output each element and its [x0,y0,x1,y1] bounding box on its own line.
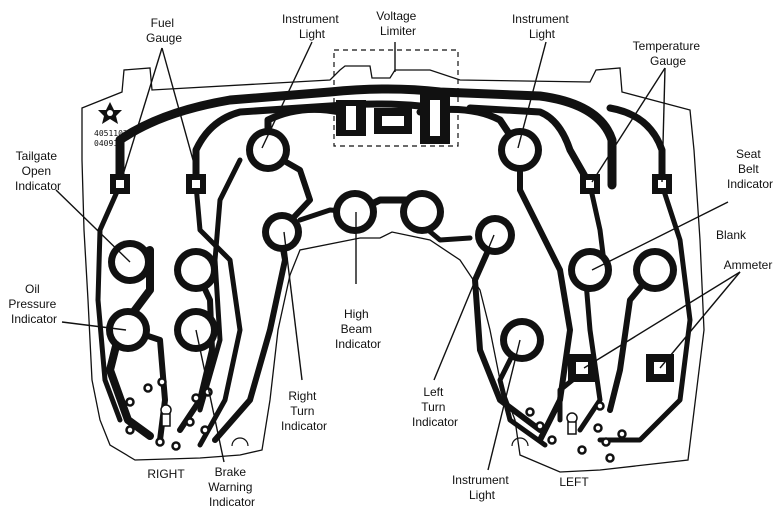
square-pads [110,174,674,382]
leader-lines [55,41,741,471]
label-temperature-gauge: Temperature Gauge [633,39,704,68]
board-code-line-2: 04091 [94,139,118,148]
label-high-beam-indicator: High Beam Indicator [335,307,381,351]
labels: Fuel Gauge Instrument Light Voltage Limi… [8,9,773,509]
label-left-turn-indicator: Left Turn Indicator [412,385,458,429]
label-tailgate-open-indicator: Tailgate Open Indicator [15,149,61,193]
board-code-line-1: 4051102 [94,129,128,138]
pentastar-logo-icon [98,102,122,124]
voltage-limiter-pads [336,94,450,144]
label-left: LEFT [559,475,589,489]
label-blank: Blank [716,228,747,242]
label-seat-belt-indicator: Seat Belt Indicator [727,147,773,191]
label-fuel-gauge: Fuel Gauge [146,16,182,45]
label-instrument-light-top-left: Instrument Light [282,12,342,41]
board-notch-left [231,437,249,447]
voltage-limiter-outline [333,49,459,147]
label-brake-warning-indicator: Brake Warning Indicator [208,465,256,509]
label-ammeter: Ammeter [724,258,773,272]
label-instrument-light-top-right: Instrument Light [512,12,572,41]
label-voltage-limiter: Voltage Limiter [376,9,419,38]
label-right-turn-indicator: Right Turn Indicator [281,389,327,433]
board-notch-right [511,437,529,447]
mounting-keyholes [160,404,578,435]
label-instrument-light-bottom: Instrument Light [452,473,512,502]
terminal-pins [125,377,627,463]
label-oil-pressure-indicator: Oil Pressure Indicator [8,282,59,326]
bulb-sockets [106,128,677,362]
label-right: RIGHT [147,467,185,481]
